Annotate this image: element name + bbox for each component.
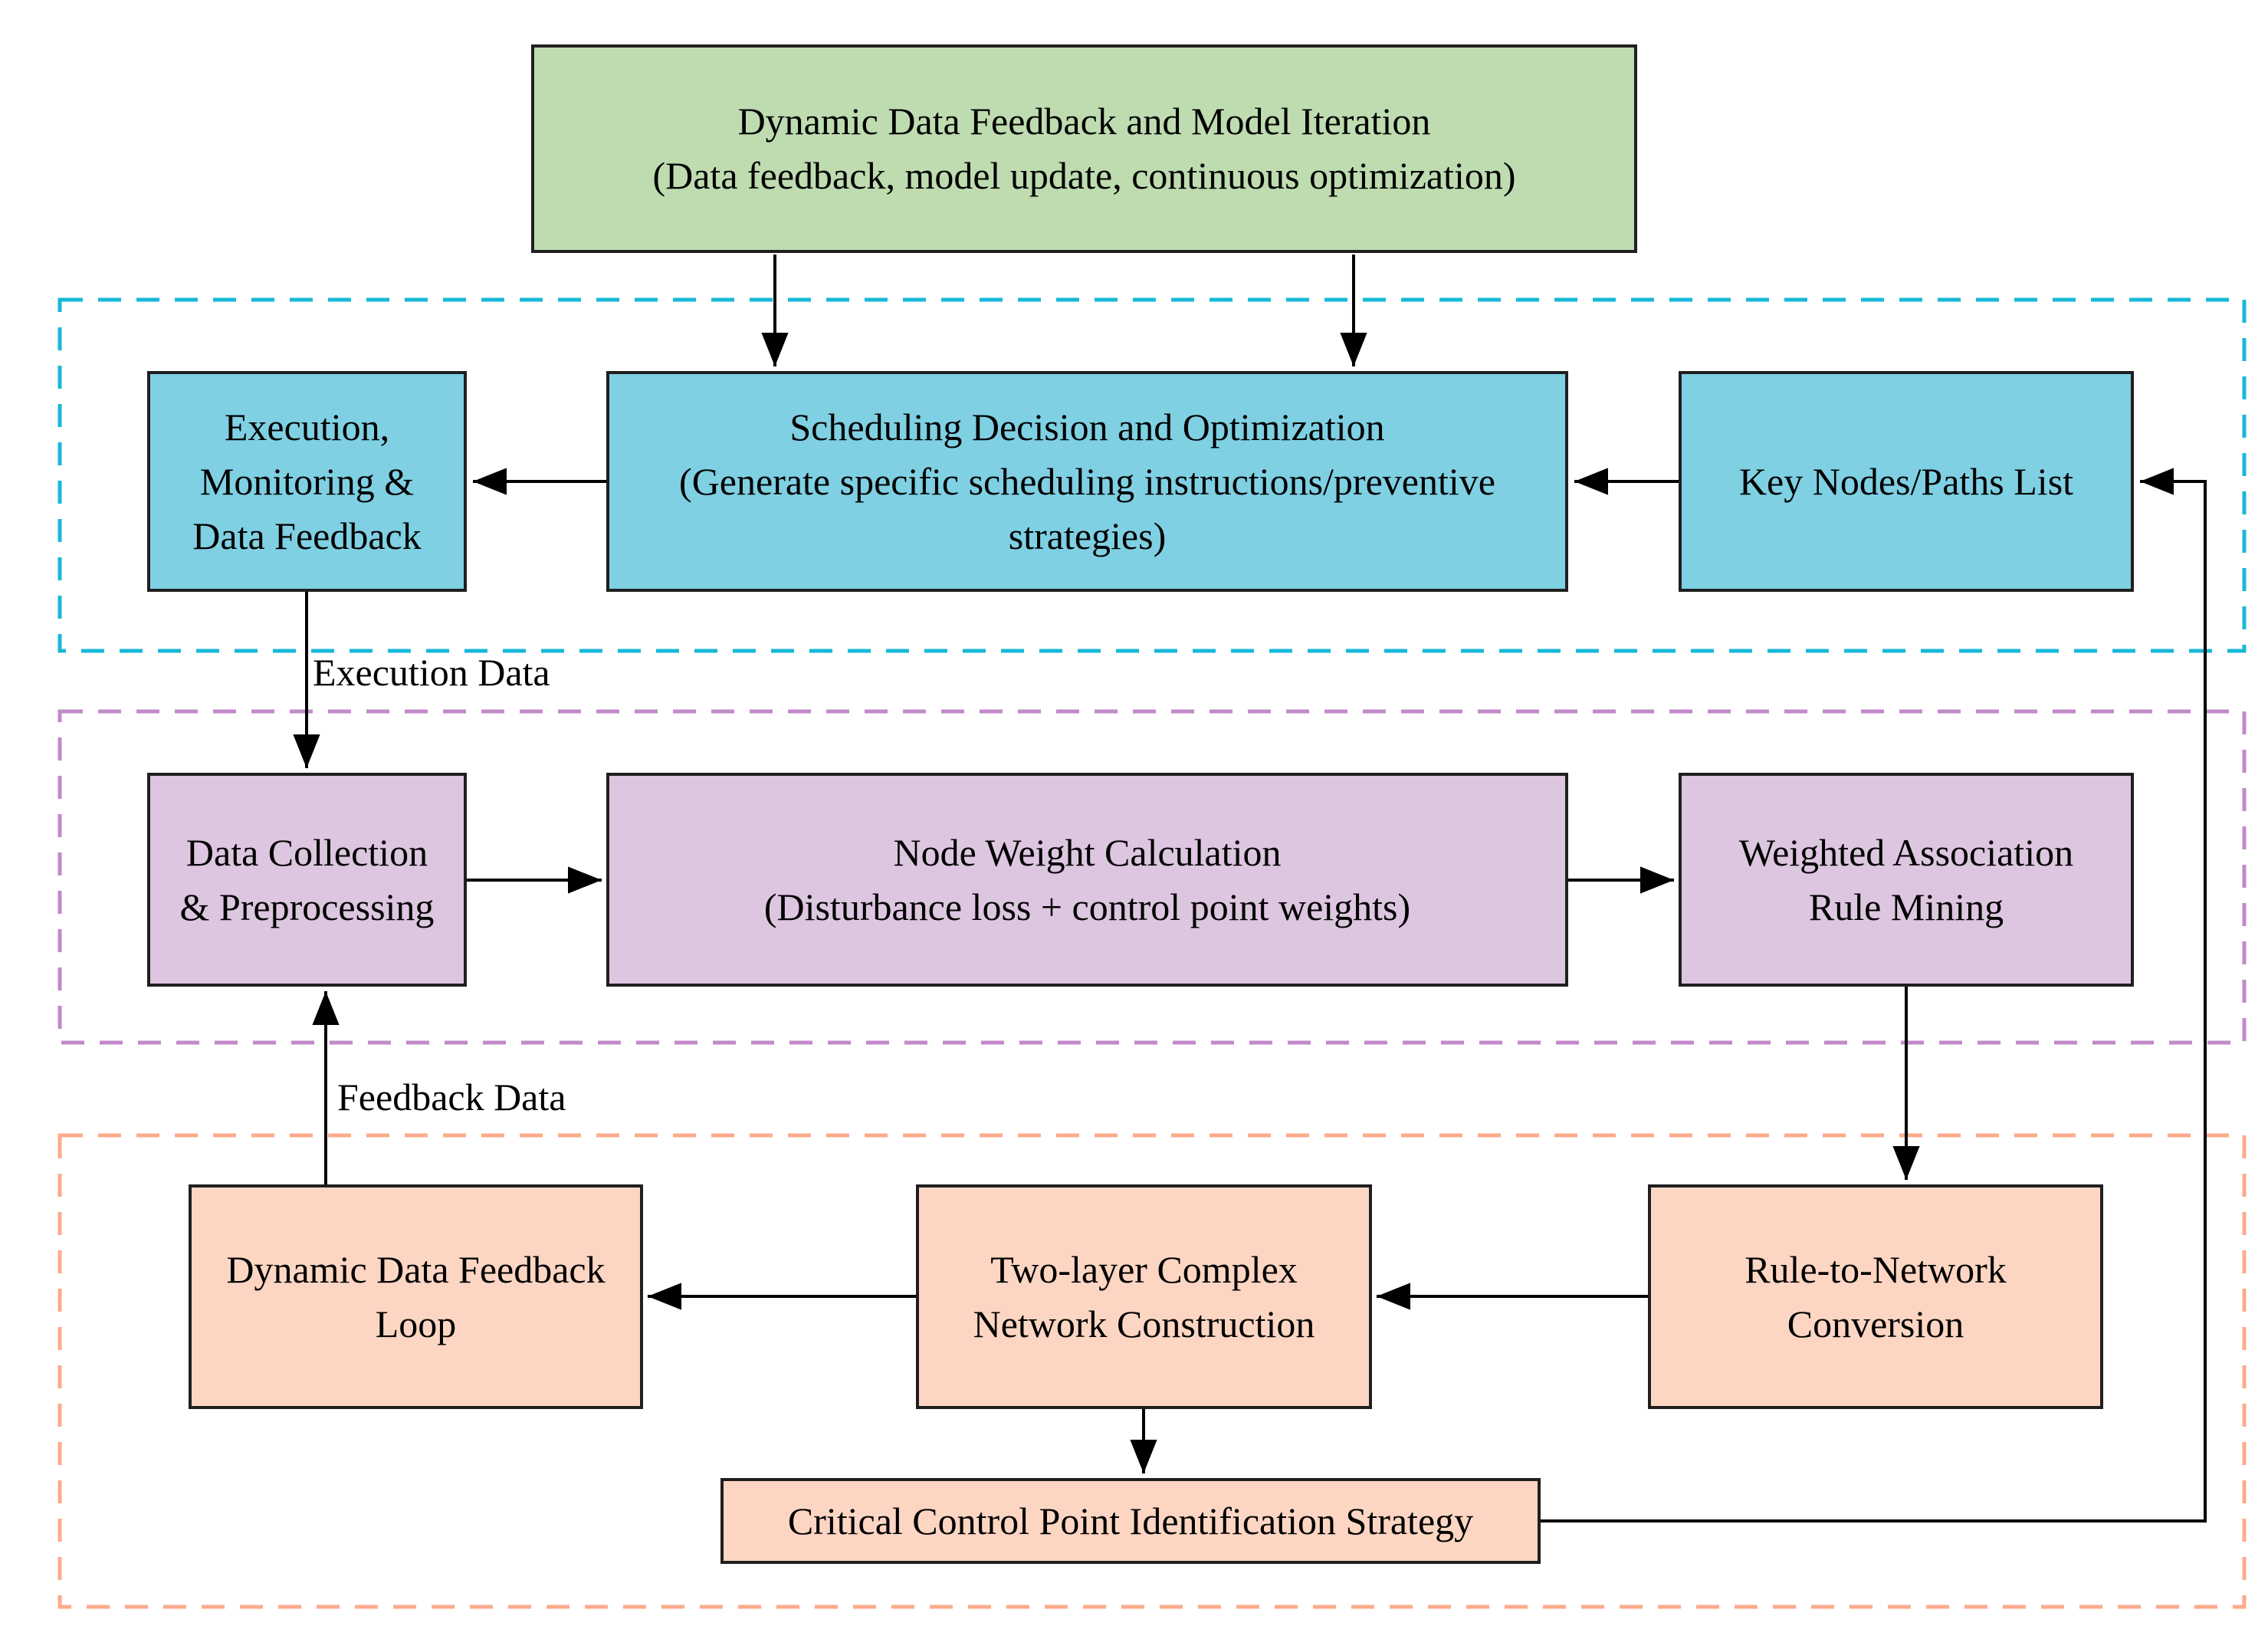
scheduling-stage-container <box>57 297 2247 653</box>
connector-arrows <box>293 255 2207 1523</box>
node-key-nodes-paths-list: Key Nodes/Paths List <box>1679 371 2134 592</box>
node-node-weight-calculation: Node Weight Calculation (Disturbance los… <box>606 773 1568 987</box>
node-critical-control-point-identification-strategy: Critical Control Point Identification St… <box>720 1478 1541 1564</box>
node-dynamic-data-feedback-loop: Dynamic Data Feedback Loop <box>189 1184 643 1409</box>
node-dynamic-data-feedback-model-iteration: Dynamic Data Feedback and Model Iteratio… <box>531 44 1637 253</box>
node-execution-monitoring-data-feedback: Execution, Monitoring & Data Feedback <box>147 371 467 592</box>
arrow-ccp-to-keynodes <box>1541 468 2207 1523</box>
node-scheduling-decision-optimization: Scheduling Decision and Optimization (Ge… <box>606 371 1568 592</box>
mining-stage-container <box>57 709 2247 1045</box>
node-two-layer-complex-network-construction: Two-layer Complex Network Construction <box>916 1184 1372 1409</box>
node-data-collection-preprocessing: Data Collection & Preprocessing <box>147 773 467 987</box>
edge-label-feedback-data: Feedback Data <box>337 1076 566 1118</box>
node-weighted-association-rule-mining: Weighted Association Rule Mining <box>1679 773 2134 987</box>
node-rule-to-network-conversion: Rule-to-Network Conversion <box>1648 1184 2103 1409</box>
edge-label-execution-data: Execution Data <box>313 651 550 694</box>
network-stage-container <box>57 1133 2247 1609</box>
